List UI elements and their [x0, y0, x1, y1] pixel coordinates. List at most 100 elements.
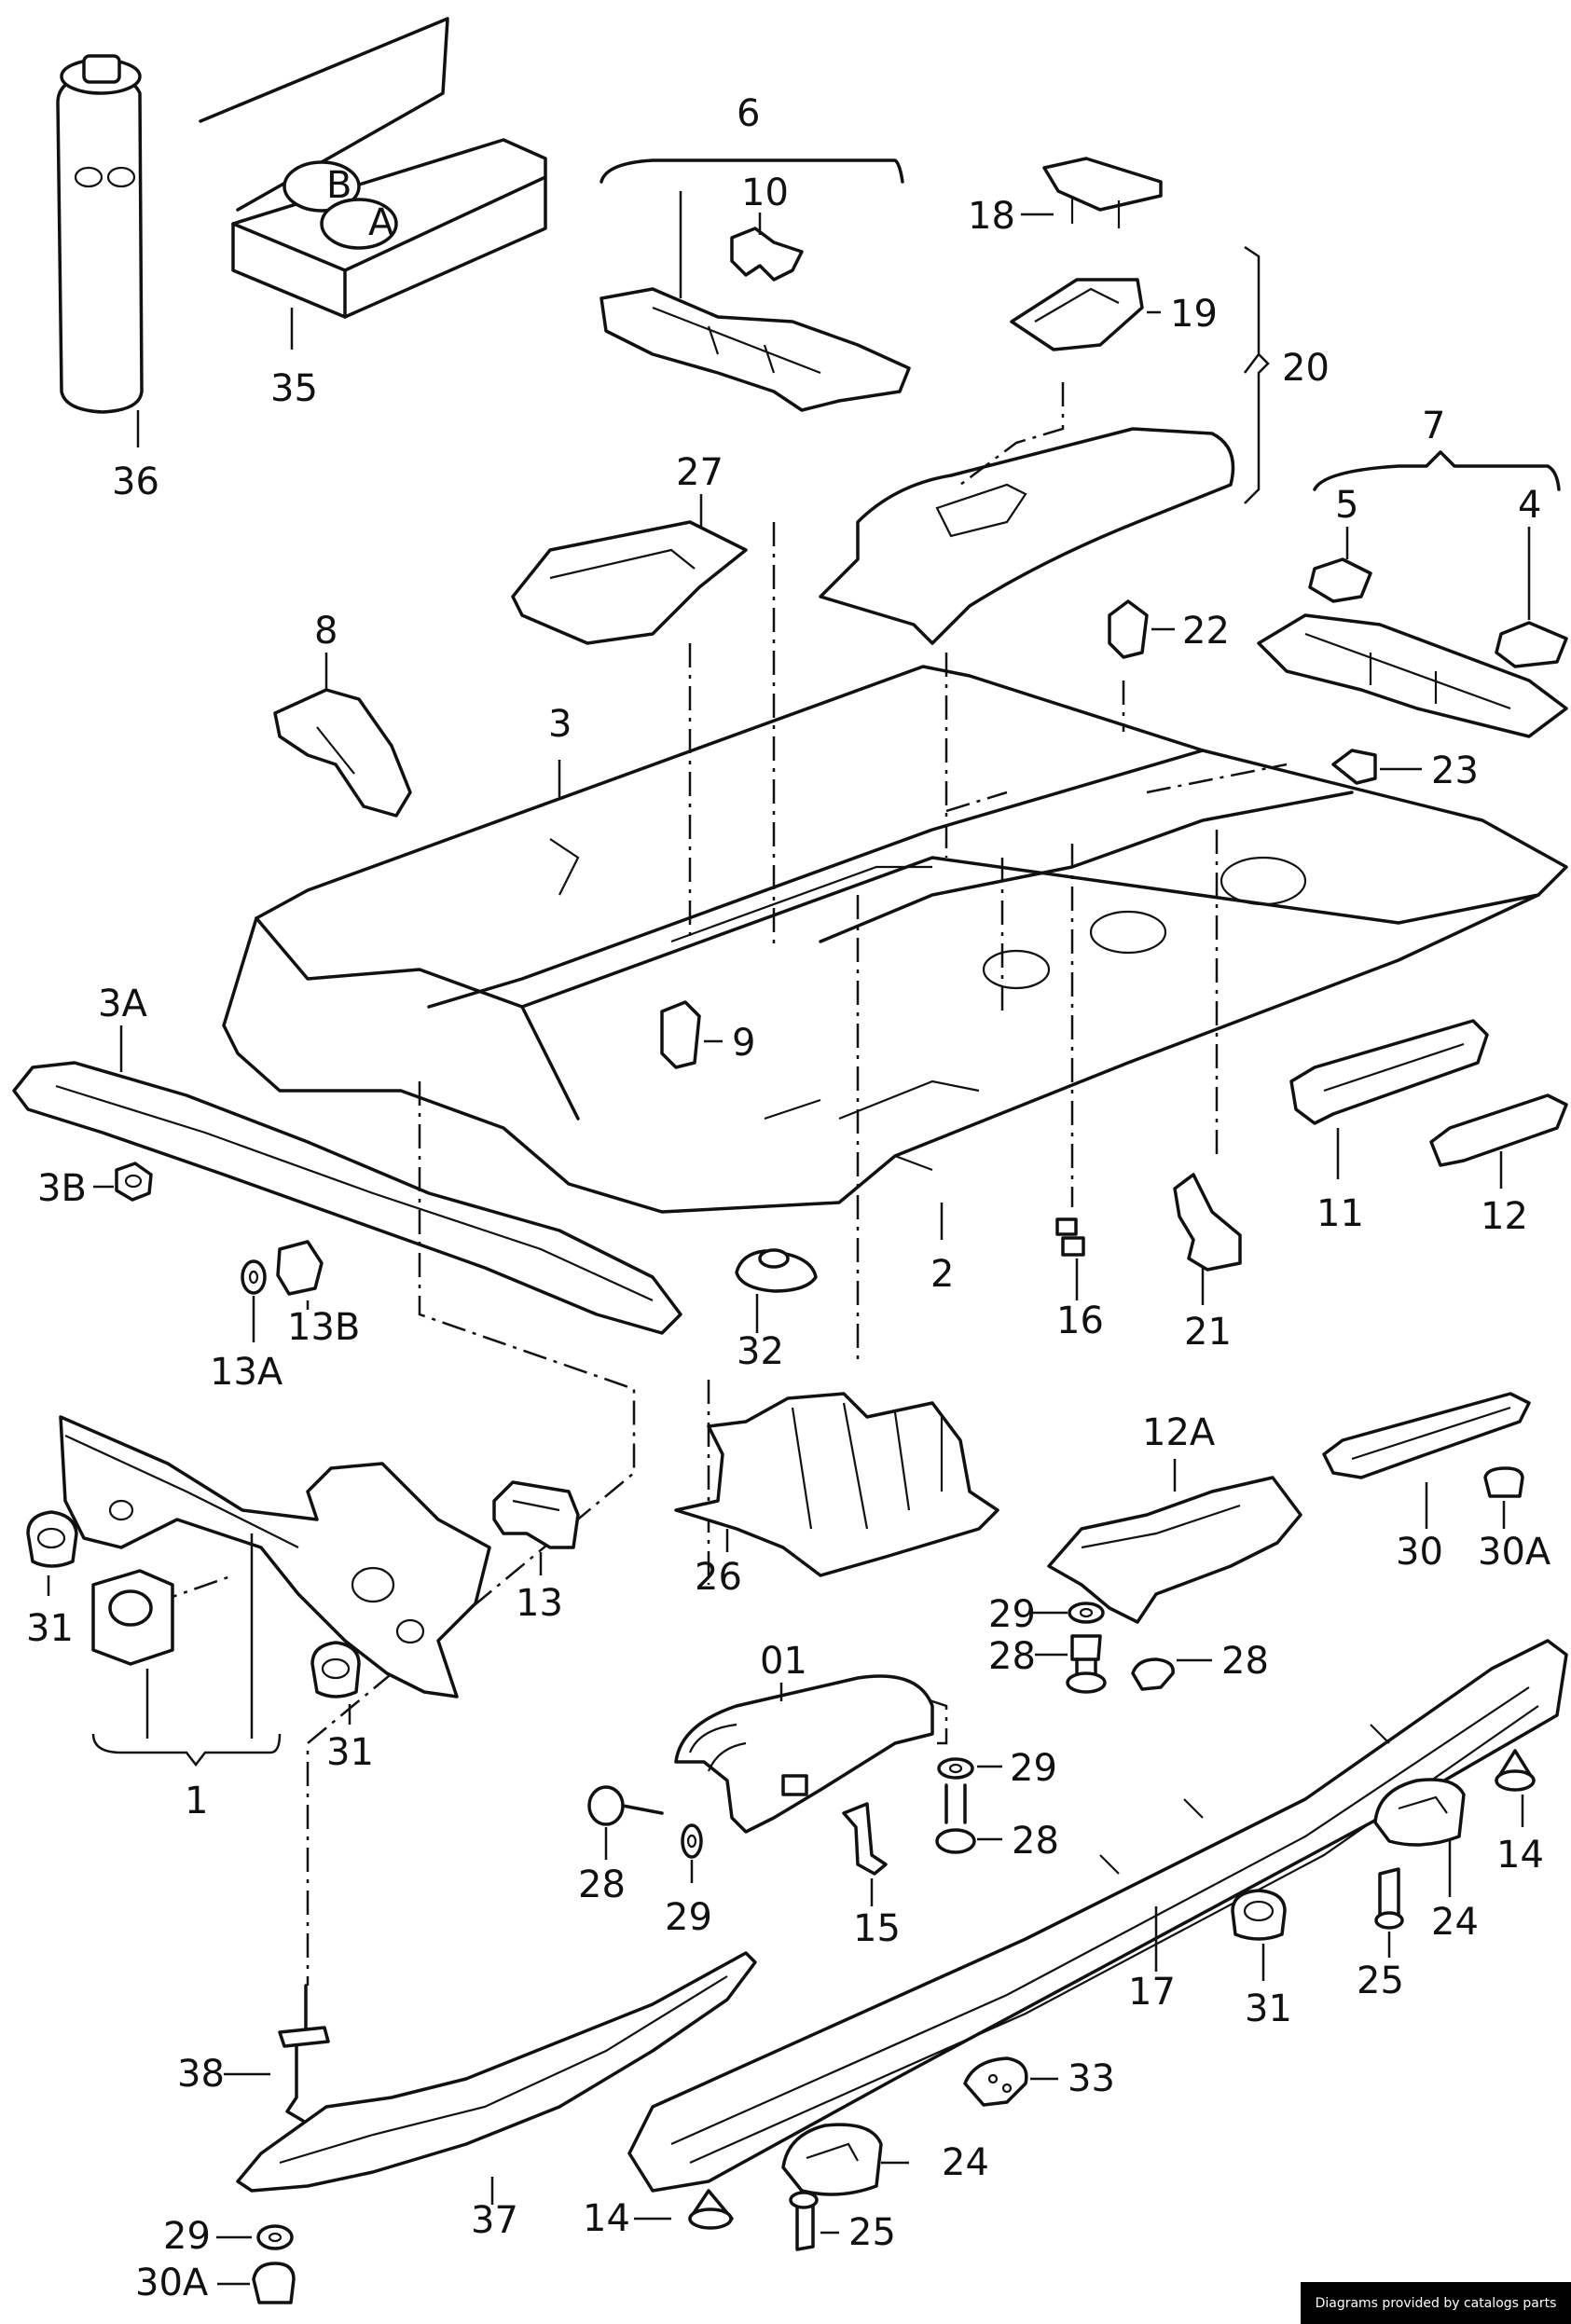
part-31-grommet-mid [310, 1641, 361, 1698]
part-1-bushing [91, 1569, 174, 1666]
part-29-washer-c [681, 1823, 703, 1859]
label-14-bottom: 14 [583, 2197, 630, 2240]
label-32: 32 [737, 1330, 784, 1373]
label-27: 27 [676, 451, 723, 494]
part-12A-heat-shield [1047, 1476, 1302, 1624]
label-11: 11 [1316, 1192, 1364, 1235]
part-29-washer-a [1068, 1602, 1105, 1624]
part-22-clip [1108, 599, 1149, 659]
part-15-bracket [842, 1802, 888, 1876]
part-7-cross-member [1257, 613, 1568, 738]
label-30A-top: 30A [1478, 1531, 1551, 1574]
label-9: 9 [732, 1022, 755, 1065]
part-1-bracket-assembly [59, 1415, 491, 1698]
part-27-bracket [511, 520, 748, 645]
part-17-sill-panel [627, 1639, 1568, 2193]
part-21-bracket [1173, 1173, 1242, 1272]
label-12A: 12A [1142, 1411, 1216, 1454]
part-36-spray-can [56, 54, 144, 414]
part-13A-washer [241, 1259, 267, 1295]
label-31-mid: 31 [326, 1731, 374, 1774]
svg-text:A: A [368, 201, 394, 244]
label-30A-bottom: 30A [135, 2262, 209, 2304]
label-29-b: 29 [1010, 1747, 1057, 1790]
part-32-plug [735, 1248, 818, 1293]
part-3A-side-member [12, 1061, 682, 1335]
part-28-screw-c [935, 1783, 976, 1854]
label-23: 23 [1431, 749, 1479, 792]
part-01-heat-shield [674, 1674, 934, 1834]
part-30A-nut-top [1483, 1466, 1524, 1498]
label-28-c: 28 [1012, 1820, 1059, 1863]
label-13A: 13A [210, 1351, 283, 1394]
part-6-cross-member [599, 158, 911, 412]
diagram-credit: Diagrams provided by catalogs parts [1301, 2282, 1571, 2324]
part-33-clip [963, 2056, 1028, 2107]
part-25-screw-right [1374, 1867, 1404, 1930]
part-19-bracket [1010, 278, 1144, 351]
label-33: 33 [1068, 2057, 1115, 2100]
label-38: 38 [177, 2053, 225, 2096]
label-6: 6 [737, 92, 760, 135]
part-37-sill-cover [236, 1951, 757, 2193]
label-35: 35 [270, 367, 318, 410]
part-29-washer-b [937, 1757, 974, 1780]
label-3B: 3B [37, 1167, 87, 1210]
label-5: 5 [1335, 484, 1358, 527]
part-23-clip [1331, 749, 1377, 785]
part-8-bracket [273, 688, 412, 818]
part-18-bracket [1042, 157, 1163, 228]
part-38-stud [278, 1984, 330, 2123]
part-13-bracket [492, 1480, 580, 1549]
label-10: 10 [741, 172, 789, 214]
label-29-a: 29 [988, 1593, 1036, 1636]
part-29-washer-d [256, 2224, 294, 2250]
label-22: 22 [1182, 610, 1230, 653]
label-12: 12 [1481, 1195, 1528, 1238]
label-19: 19 [1170, 293, 1218, 336]
part-25-screw-bottom [789, 2191, 819, 2251]
label-2: 2 [930, 1253, 954, 1296]
label-30: 30 [1396, 1531, 1443, 1574]
part-12-reinforcement [1429, 1093, 1568, 1167]
part-13B-nut [276, 1240, 324, 1296]
part-14-clip-right [1495, 1749, 1536, 1792]
label-1: 1 [185, 1780, 208, 1822]
label-13B: 13B [287, 1306, 360, 1349]
label-29-d: 29 [163, 2215, 211, 2258]
label-24-right: 24 [1431, 1901, 1479, 1944]
part-4-clip [1495, 621, 1568, 668]
label-15: 15 [853, 1907, 901, 1950]
part-5-clip [1308, 557, 1372, 603]
part-31-grommet-right [1231, 1889, 1287, 1941]
label-25-bottom: 25 [848, 2211, 896, 2254]
label-8: 8 [314, 610, 338, 653]
part-10-clip [730, 227, 804, 282]
label-3A: 3A [98, 983, 147, 1025]
label-16: 16 [1056, 1300, 1104, 1342]
part-9-clip [660, 1000, 701, 1069]
part-3B-nut [115, 1162, 153, 1202]
part-14-clip-bottom [688, 2189, 734, 2230]
part-26-heat-shield [674, 1392, 999, 1577]
svg-text:B: B [326, 164, 351, 207]
label-28-b: 28 [1221, 1640, 1269, 1683]
part-24-cap-right [1373, 1778, 1466, 1847]
part-24-cap-bottom [781, 2123, 883, 2196]
part-31-grommet-left [26, 1510, 78, 1568]
label-4: 4 [1518, 484, 1541, 527]
part-28-screw-a [1066, 1634, 1107, 1694]
label-01: 01 [760, 1640, 807, 1683]
part-30-reinforcement [1322, 1392, 1531, 1479]
label-21: 21 [1184, 1311, 1232, 1354]
part-28-screw-b [1131, 1657, 1175, 1691]
label-7: 7 [1422, 405, 1445, 447]
part-16-clip [1055, 1217, 1085, 1257]
part-20-tunnel [819, 427, 1235, 645]
label-28-d: 28 [578, 1863, 626, 1906]
label-36: 36 [112, 461, 159, 503]
part-30A-nut-bottom [252, 2262, 296, 2304]
label-25-right: 25 [1357, 1960, 1404, 2002]
label-14-right: 14 [1496, 1834, 1544, 1877]
